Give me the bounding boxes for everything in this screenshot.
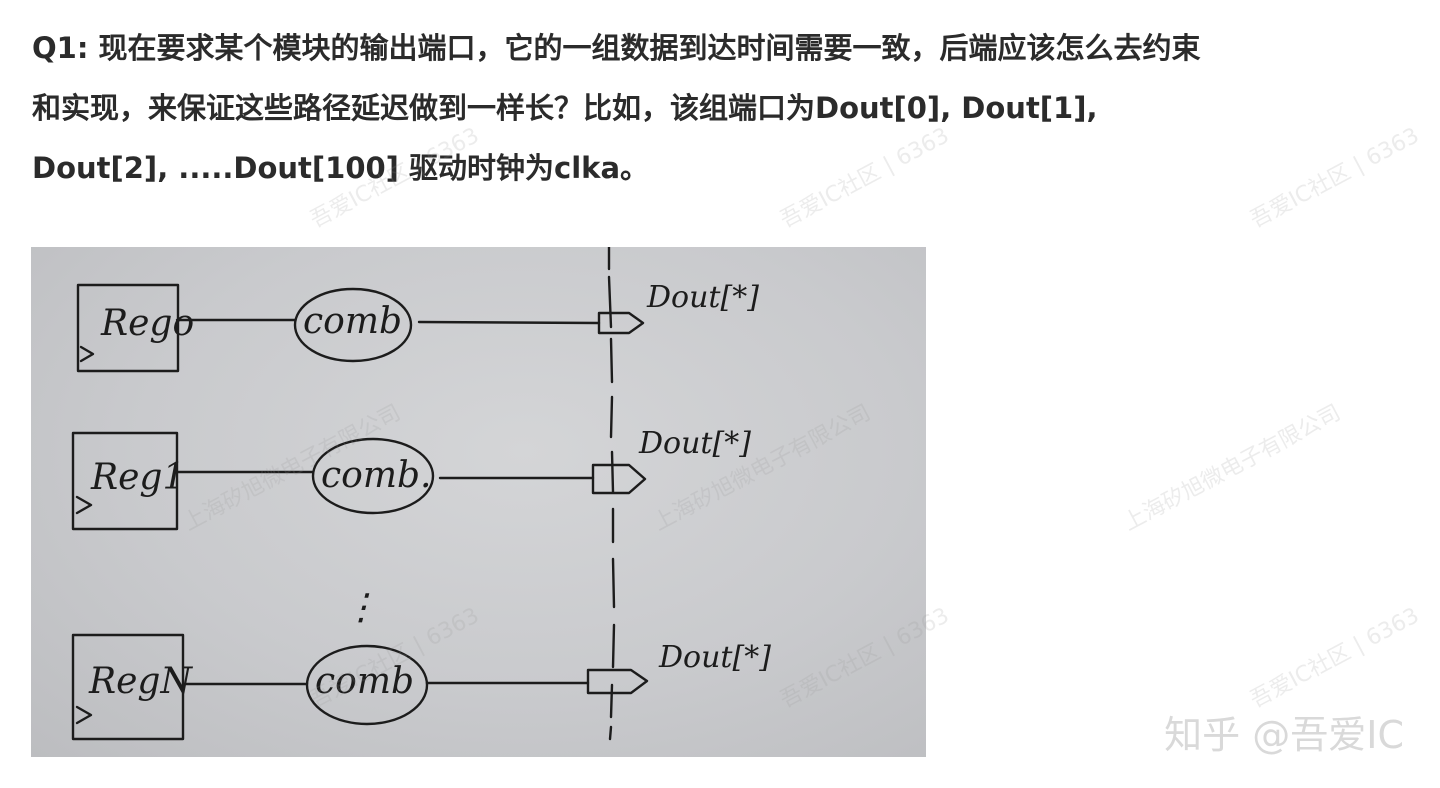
- diagram-ellipsis: ⋮: [343, 587, 379, 628]
- question-line-1: Q1: 现在要求某个模块的输出端口，它的一组数据到达时间需要一致，后端应该怎么去…: [32, 31, 1201, 65]
- output-label-0: Dout[*]: [646, 280, 759, 315]
- question-text: Q1: 现在要求某个模块的输出端口，它的一组数据到达时间需要一致，后端应该怎么去…: [32, 18, 1422, 198]
- output-port-1: [591, 463, 647, 495]
- watermark-company-3: 上海矽旭微电子有限公司: [1119, 400, 1345, 537]
- register-label-1: Reg1: [90, 457, 185, 498]
- register-box-2: [71, 633, 185, 741]
- output-label-1: Dout[*]: [638, 426, 751, 461]
- comb-ellipse-0: [293, 287, 413, 363]
- register-label-2: RegN: [88, 661, 193, 702]
- watermark-community-6: 吾爱IC社区 | 6363: [1246, 603, 1424, 714]
- comb-label-2: comb: [315, 661, 414, 702]
- register-label-0: Rego: [100, 303, 194, 344]
- output-port-0: [597, 311, 645, 335]
- output-label-2: Dout[*]: [658, 640, 771, 675]
- port-boundary-line: [607, 247, 616, 741]
- comb-label-0: comb: [303, 301, 402, 342]
- register-box-0: [76, 283, 180, 373]
- comb-ellipse-1: [311, 437, 435, 515]
- question-line-3: Dout[2], .....Dout[100] 驱动时钟为clka。: [32, 151, 650, 185]
- handwritten-diagram-photo: Rego comb Dout[*] Reg1 comb. Dout[*] ⋮ R…: [31, 247, 926, 757]
- brand-watermark: 知乎 @吾爱IC: [1164, 713, 1404, 757]
- diagram-drawing: Rego comb Dout[*] Reg1 comb. Dout[*] ⋮ R…: [71, 247, 771, 741]
- register-box-1: [71, 431, 179, 531]
- comb-label-1: comb.: [321, 455, 431, 496]
- question-line-2: 和实现，来保证这些路径延迟做到一样长？比如，该组端口为Dout[0], Dout…: [32, 91, 1098, 125]
- output-port-2: [586, 668, 649, 695]
